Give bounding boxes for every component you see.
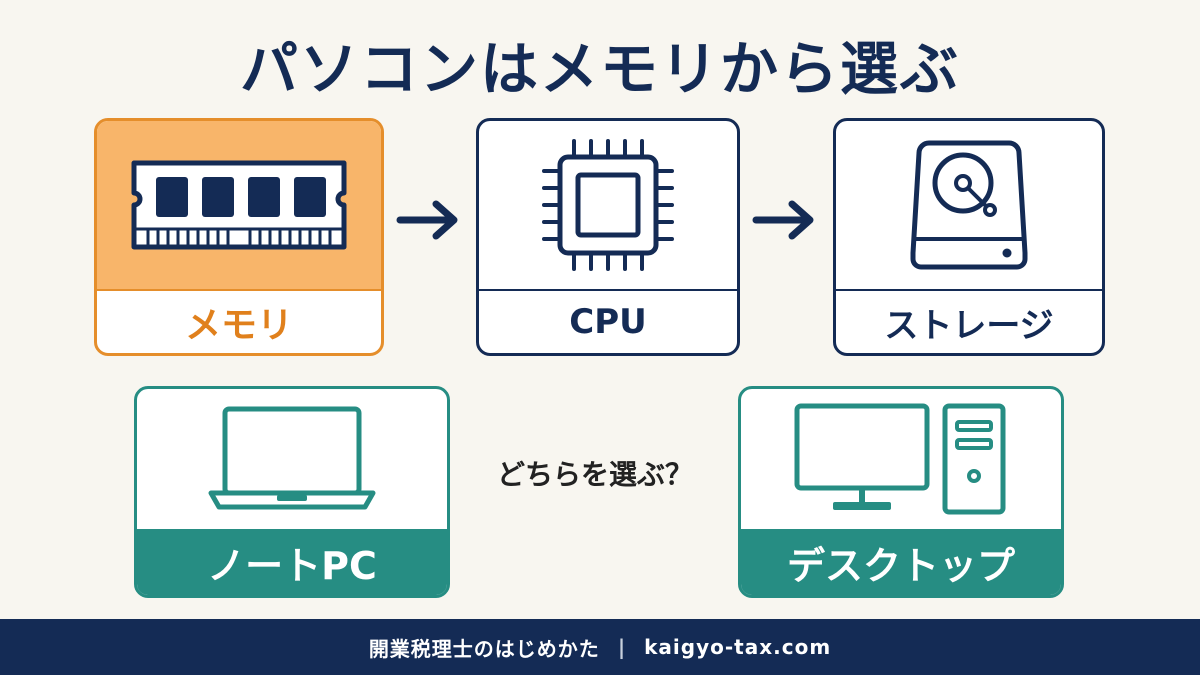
storage-label: ストレージ bbox=[836, 289, 1102, 353]
memory-card: メモリ bbox=[94, 118, 384, 356]
desktop-label: デスクトップ bbox=[741, 529, 1061, 595]
laptop-icon bbox=[208, 406, 376, 510]
footer-separator: | bbox=[617, 635, 627, 659]
arrow-right-icon bbox=[396, 200, 458, 240]
memory-label: メモリ bbox=[97, 289, 381, 353]
footer-domain[interactable]: kaigyo-tax.com bbox=[644, 635, 832, 659]
memory-module-icon bbox=[131, 160, 347, 250]
laptop-label: ノートPC bbox=[137, 529, 447, 595]
storage-card: ストレージ bbox=[833, 118, 1105, 356]
desktop-card: デスクトップ bbox=[738, 386, 1064, 598]
question-text: どちらを選ぶ？ bbox=[496, 458, 693, 491]
hard-drive-icon bbox=[910, 140, 1028, 270]
cpu-card: CPU bbox=[476, 118, 740, 356]
footer-bar: 開業税理士のはじめかた | kaigyo-tax.com bbox=[0, 619, 1200, 675]
arrow-right-icon bbox=[752, 200, 814, 240]
cpu-label: CPU bbox=[479, 289, 737, 353]
desktop-computer-icon bbox=[794, 403, 1006, 515]
footer-site-name: 開業税理士のはじめかた bbox=[368, 636, 600, 661]
cpu-chip-icon bbox=[542, 139, 674, 271]
laptop-card: ノートPC bbox=[134, 386, 450, 598]
page-title: パソコンはメモリから選ぶ bbox=[239, 35, 960, 103]
